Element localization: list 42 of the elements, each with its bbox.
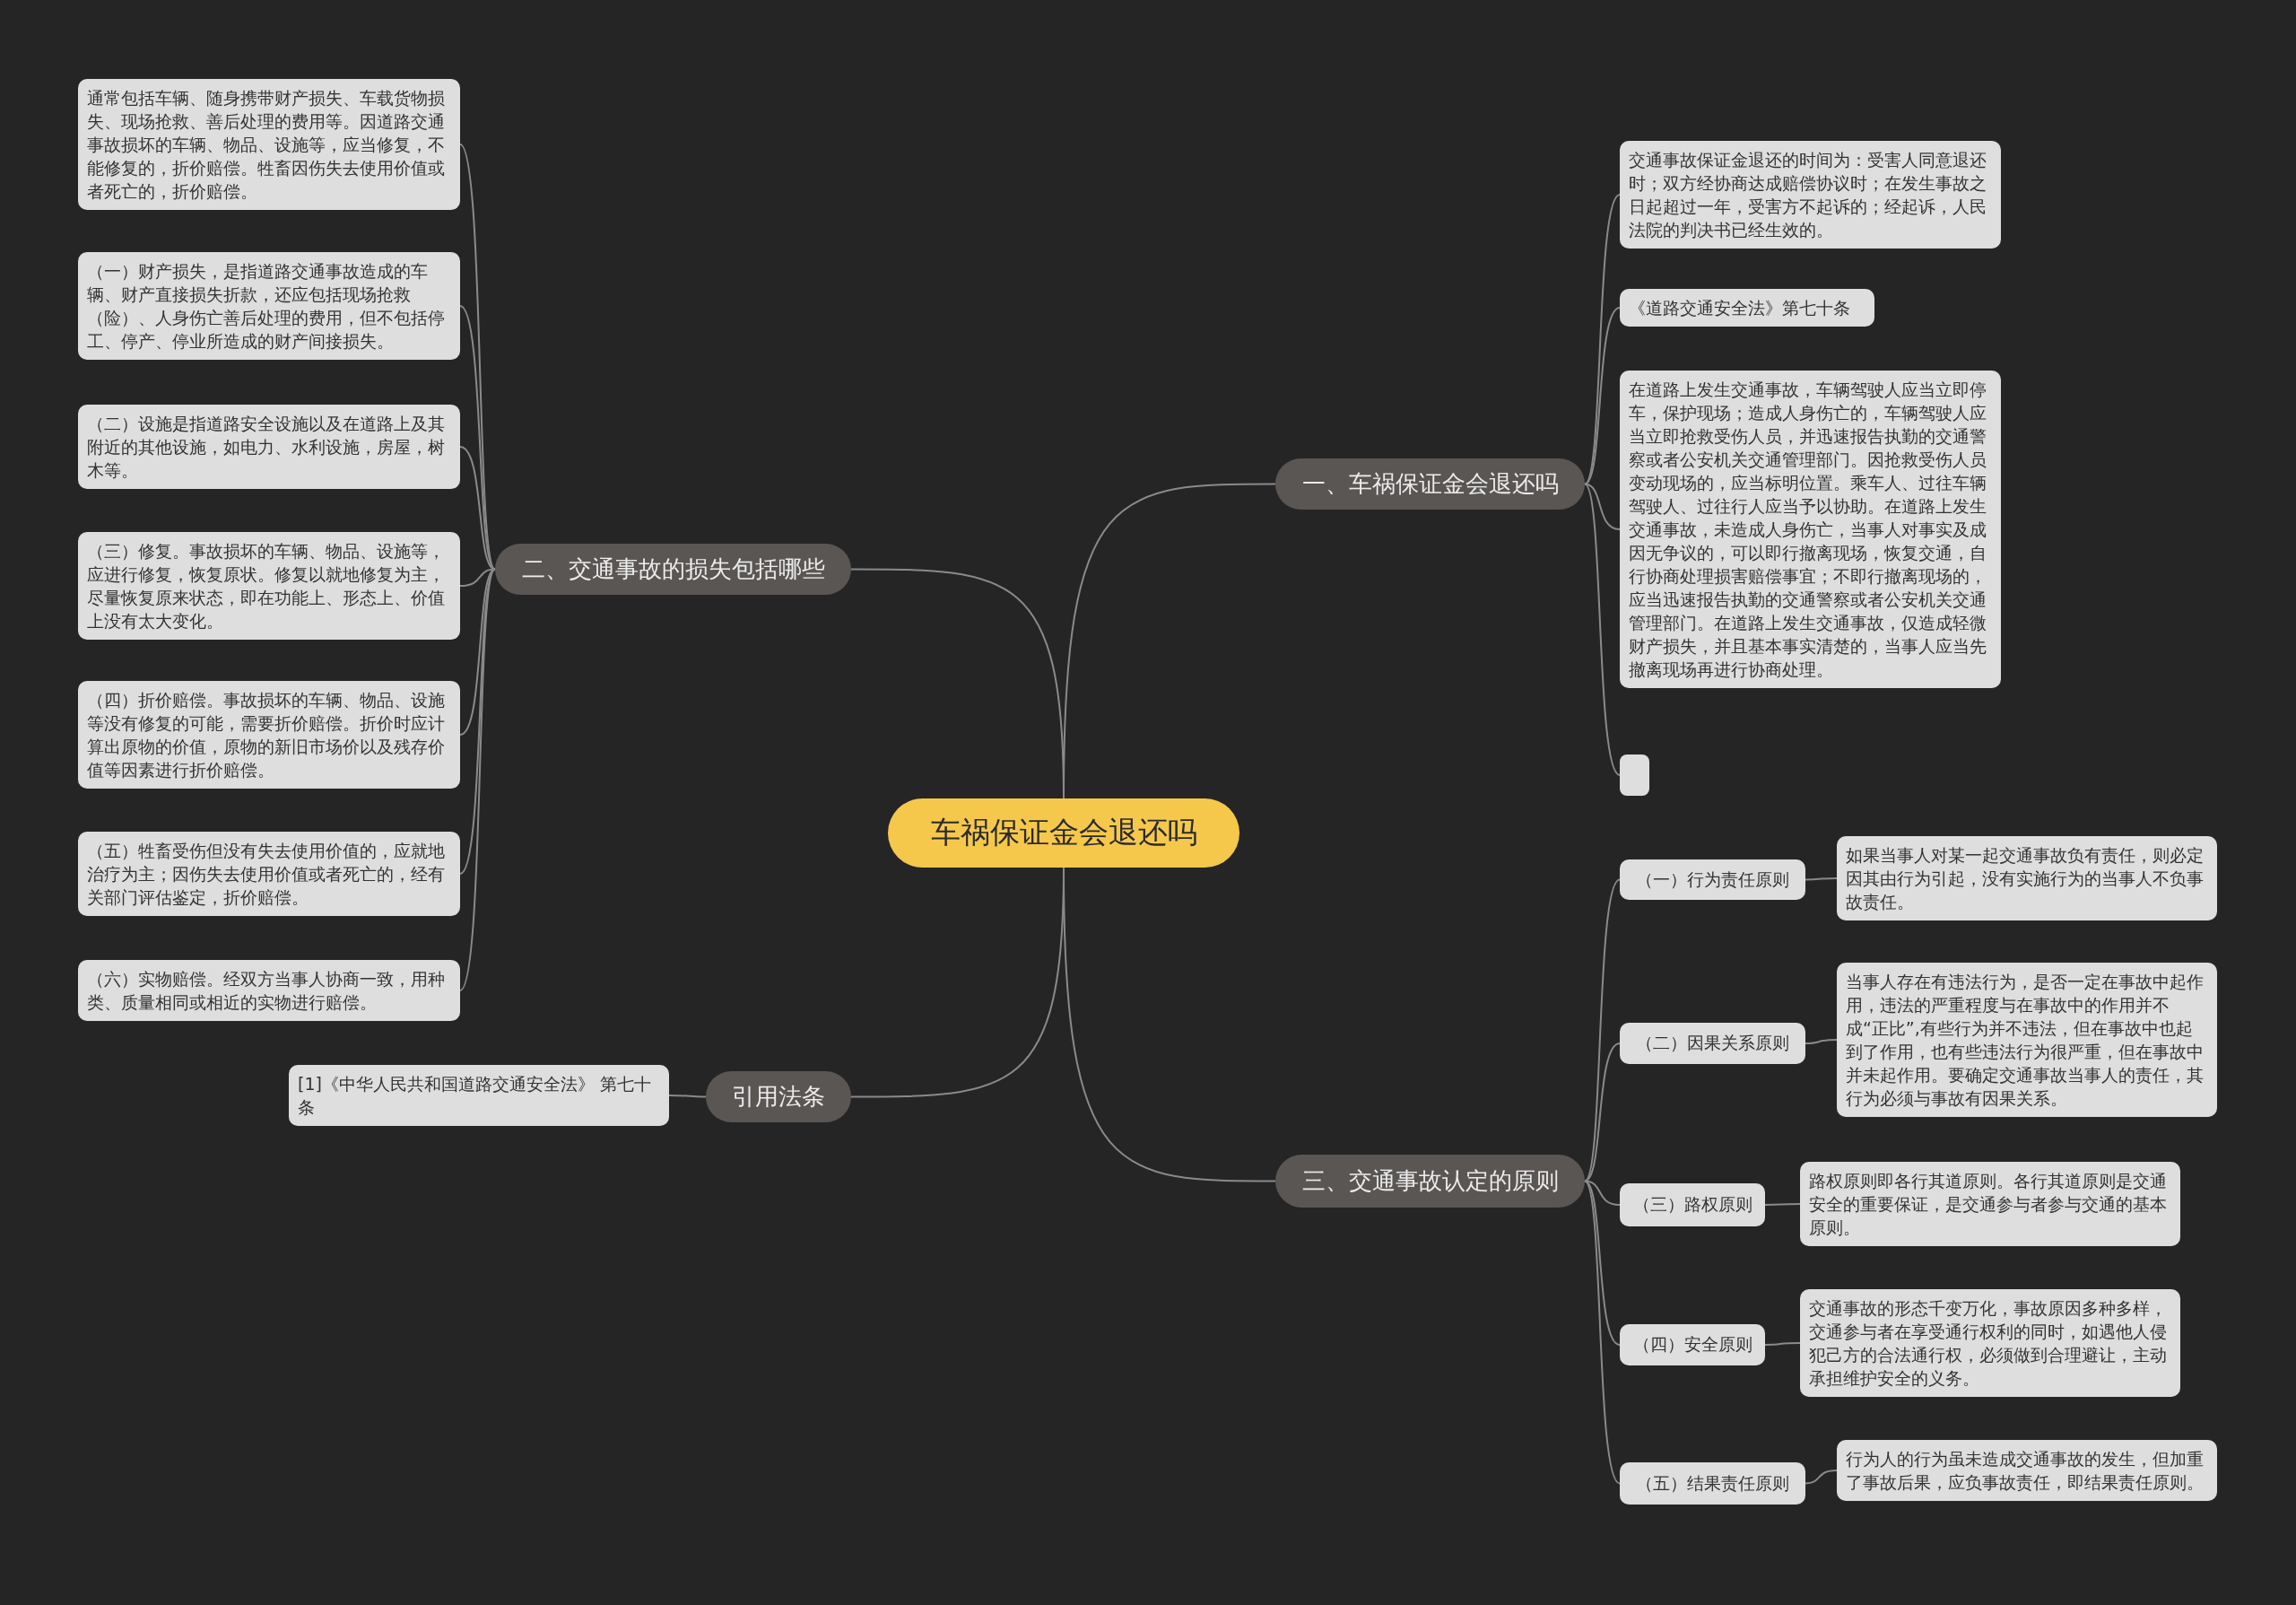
- empty-box: [1620, 755, 1649, 796]
- connector-line: [1764, 1342, 1801, 1346]
- connector-line: [1764, 1203, 1801, 1206]
- connector-line: [459, 568, 496, 991]
- note-box: （五）牲畜受伤但没有失去使用价值的，应就地治疗为主；因伤失去使用价值或者死亡的，经有关部门评估鉴定，折价赔偿。: [78, 832, 460, 916]
- note-box: （六）实物赔偿。经双方当事人协商一致，用种类、质量相同或相近的实物进行赔偿。: [78, 960, 460, 1021]
- note-box: （四）折价赔偿。事故损坏的车辆、物品、设施等没有修复的可能，需要折价赔偿。折价时应计算出原物的价值，原物的新旧市场价以及残存价值等因素进行折价赔偿。: [78, 681, 460, 789]
- central-topic: 车祸保证金会退还吗: [888, 798, 1239, 868]
- note-box: （三）修复。事故损坏的车辆、物品、设施等，应进行修复，恢复原状。修复以就地修复为主，尽量恢复原来状态，即在功能上、形态上、价值上没有太大变化。: [78, 532, 460, 640]
- connector-line: [668, 1095, 707, 1098]
- subtopic-box: （三）路权原则: [1620, 1183, 1765, 1226]
- connector-line: [1584, 307, 1621, 485]
- connector-line: [1584, 1180, 1621, 1485]
- note-box: （二）设施是指道路安全设施以及在道路上及其附近的其他设施，如电力、水利设施，房屋，树木等。: [78, 405, 460, 489]
- branch-topic: 三、交通事故认定的原则: [1275, 1155, 1585, 1208]
- connector-line: [1805, 877, 1838, 881]
- connector-line: [1584, 483, 1621, 776]
- connector-line: [1805, 1039, 1838, 1044]
- subtopic-box: （五）结果责任原则: [1620, 1462, 1805, 1505]
- note-box: 《道路交通安全法》第七十条: [1620, 289, 1874, 327]
- note-box: （一）财产损失，是指道路交通事故造成的车辆、财产直接损失折款，还应包括现场抢救（险）、人身伤亡善后处理的费用，但不包括停工、停产、停业所造成的财产间接损失。: [78, 252, 460, 360]
- note-box: 在道路上发生交通事故，车辆驾驶人应当立即停车，保护现场；造成人身伤亡的，车辆驾驶人应当立即抢救受伤人员，并迅速报告执勤的交通警察或者公安机关交通管理部门。因抢救受伤人员变动现场的，应当标明位置。乘车人、过往车辆驾驶人、过往行人应当予以协助。在道路上发生交通事故，未造成人身伤亡，当事人对事实及成因无争议的，可以即行撤离现场，恢复交通，自行协商处理损害赔偿事宜；不即行撤离现场的，应当迅速报告执勤的交通警察或者公安机关交通管理部门。在道路上发生交通事故，仅造成轻微财产损失，并且基本事实清楚的，当事人应当先撤离现场再进行协商处理。: [1620, 371, 2001, 688]
- subtopic-box: （一）行为责任原则: [1620, 859, 1805, 900]
- note-box: 通常包括车辆、随身携带财产损失、车载货物损失、现场抢救、善后处理的费用等。因道路交通事故损坏的车辆、物品、设施等，应当修复，不能修复的，折价赔偿。牲畜因伤失去使用价值或者死亡的，折价赔偿。: [78, 79, 460, 210]
- note-box: 交通事故保证金退还的时间为：受害人同意退还时；双方经协商达成赔偿协议时；在发生事故之日起超过一年，受害方不起诉的；经起诉，人民法院的判决书已经生效的。: [1620, 141, 2001, 249]
- connector-line: [1584, 483, 1621, 530]
- subtopic-box: （四）安全原则: [1620, 1324, 1765, 1365]
- subtopic-box: （二）因果关系原则: [1620, 1023, 1805, 1064]
- branch-topic: 二、交通事故的损失包括哪些: [495, 544, 851, 595]
- connector-line: [459, 305, 496, 571]
- branch-topic: 引用法条: [706, 1071, 851, 1122]
- connector-line: [1805, 1470, 1838, 1485]
- connector-line: [1584, 1180, 1621, 1346]
- note-box: 交通事故的形态千变万化，事故原因多种多样，交通参与者在享受通行权利的同时，如遇他人侵犯己方的合法通行权，必须做到合理避让，主动承担维护安全的义务。: [1800, 1289, 2180, 1397]
- note-box: [1]《中华人民共和国道路交通安全法》 第七十条: [289, 1065, 669, 1126]
- connector-line: [459, 144, 496, 571]
- note-box: 路权原则即各行其道原则。各行其道原则是交通安全的重要保证，是交通参与者参与交通的基本原则。: [1800, 1162, 2180, 1246]
- connector-line: [1584, 1042, 1621, 1182]
- note-box: 当事人存在有违法行为，是否一定在事故中起作用，违法的严重程度与在事故中的作用并不成“正比”,有些行为并不违法，但在事故中也起到了作用，也有些违法行为很严重，但在事故中并未起作用。要确定交通事故当事人的责任，其行为必须与事故有因果关系。: [1837, 963, 2217, 1117]
- branch-topic: 一、车祸保证金会退还吗: [1275, 458, 1585, 510]
- note-box: 如果当事人对某一起交通事故负有责任，则必定因其由行为引起，没有实施行为的当事人不负事故责任。: [1837, 836, 2217, 920]
- note-box: 行为人的行为虽未造成交通事故的发生，但加重了事故后果，应负事故责任，即结果责任原则。: [1837, 1440, 2217, 1501]
